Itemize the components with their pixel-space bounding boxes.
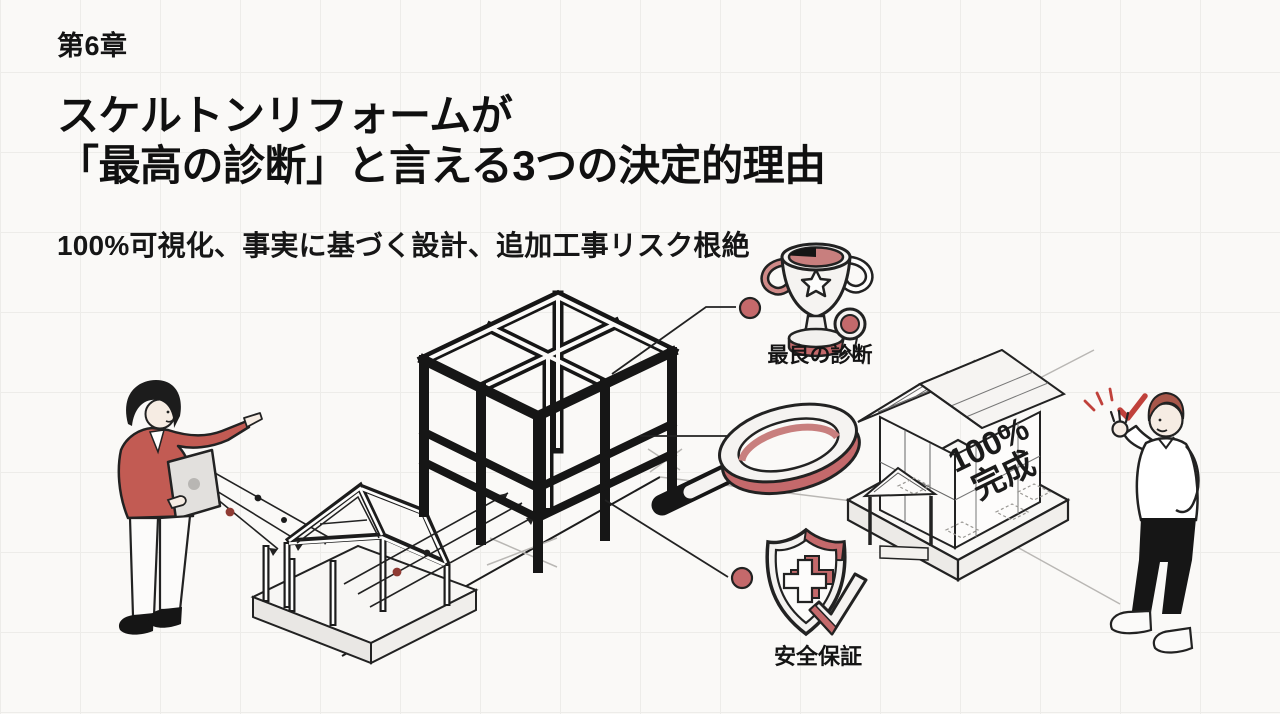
check-icon: [1083, 387, 1148, 421]
trophy-icon: [760, 242, 874, 360]
chapter-label: 第6章: [57, 31, 128, 61]
skeleton-frame: [416, 289, 680, 573]
label-safety-guarantee: 安全保証: [774, 644, 862, 669]
magnifier-icon: [651, 402, 861, 516]
title-line-1: スケルトンリフォームが: [57, 92, 513, 139]
shield-icon: [765, 527, 868, 637]
subtitle: 100%可視化、事実に基づく設計、追加工事リスク根絶: [57, 229, 750, 261]
slide-header: 第6章 スケルトンリフォームが「最高の診断」と言える3つの決定的理由 100%可…: [57, 24, 826, 264]
label-best-diagnosis: 最良の診断: [768, 343, 873, 367]
title-line-2: 「最高の診断」と言える3つの決定的理由: [57, 142, 826, 190]
completed-house: 100% 完成: [845, 348, 1071, 582]
page-title: スケルトンリフォームが「最高の診断」と言える3つの決定的理由: [57, 91, 826, 192]
woman-figure: [117, 380, 263, 635]
man-figure: [1083, 387, 1200, 654]
